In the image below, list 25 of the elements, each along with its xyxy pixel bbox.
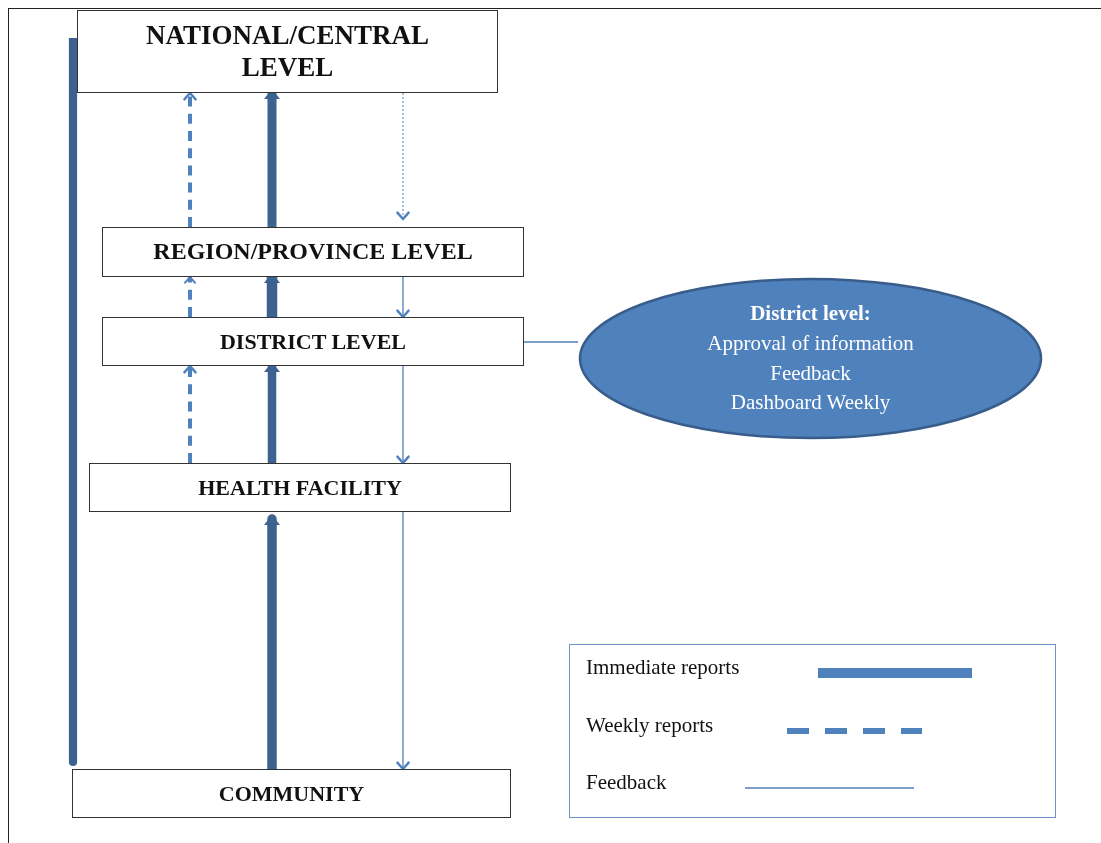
arrow	[396, 276, 410, 319]
dashed-arrow	[396, 92, 410, 221]
arrow	[396, 511, 410, 771]
ellipse-heading: District level:	[750, 299, 871, 327]
level-box	[102, 317, 524, 366]
legend-label: Weekly reports	[586, 713, 714, 738]
legend-label: Feedback	[586, 770, 667, 795]
dashed-arrow	[183, 364, 197, 463]
level-box	[72, 769, 511, 818]
node-label: COMMUNITY	[218, 780, 365, 807]
arrow	[396, 365, 410, 465]
dashed-arrow	[183, 91, 197, 227]
node-label: NATIONAL/CENTRAL LEVEL	[144, 20, 430, 83]
info-ellipse	[578, 277, 1043, 440]
legend-label: Immediate reports	[586, 655, 740, 680]
level-box	[77, 10, 498, 93]
node-label: Approval of information	[707, 329, 914, 357]
node-label: Dashboard Weekly	[730, 389, 891, 417]
level-box	[102, 227, 524, 277]
level-box	[89, 463, 511, 512]
node-label: DISTRICT LEVEL	[219, 328, 407, 355]
node-label: Feedback	[770, 359, 851, 387]
node-label: HEALTH FACILITY	[198, 474, 402, 501]
dashed-arrow	[184, 275, 196, 317]
node-label: REGION/PROVINCE LEVEL	[153, 238, 473, 266]
